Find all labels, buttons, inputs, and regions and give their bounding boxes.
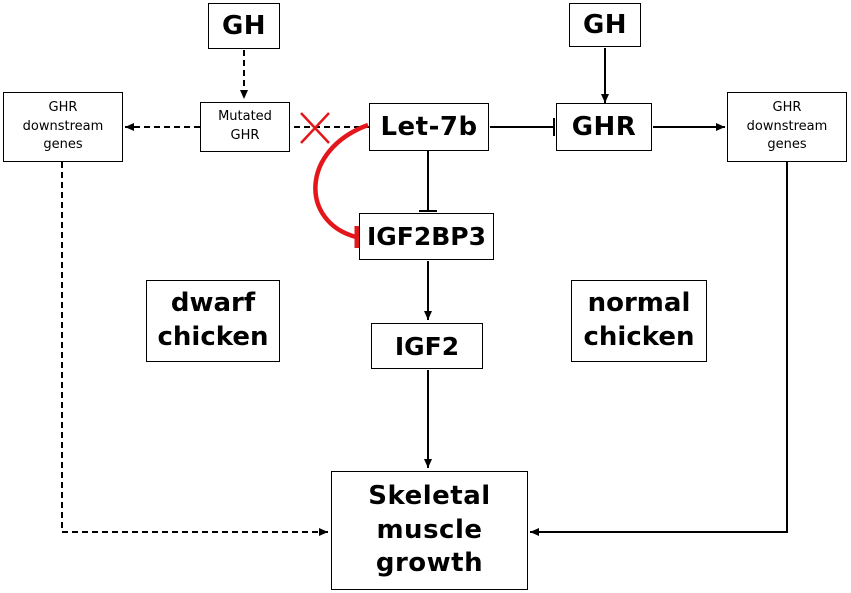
gh-left-box: GH [208,3,280,49]
arrow-downstream-left-to-muscle [61,162,328,536]
blocked-x-icon [300,112,330,144]
gh-right-box: GH [569,3,641,47]
ghr-box: GHR [556,103,652,151]
ghr-downstream-left-box: GHR downstream genes [3,92,123,162]
arrow-downstream-right-to-muscle [530,162,788,536]
red-inhibition-curve [313,122,369,240]
igf2-box: IGF2 [371,323,483,369]
ghr-downstream-right-box: GHR downstream genes [727,92,847,162]
normal-chicken-label: normal chicken [571,280,707,362]
skeletal-muscle-growth-box: Skeletal muscle growth [331,471,528,590]
mutated-ghr-box: Mutated GHR [200,102,290,152]
igf2bp3-box: IGF2BP3 [359,213,494,260]
let7b-box: Let-7b [369,103,489,151]
dwarf-chicken-label: dwarf chicken [146,280,280,362]
